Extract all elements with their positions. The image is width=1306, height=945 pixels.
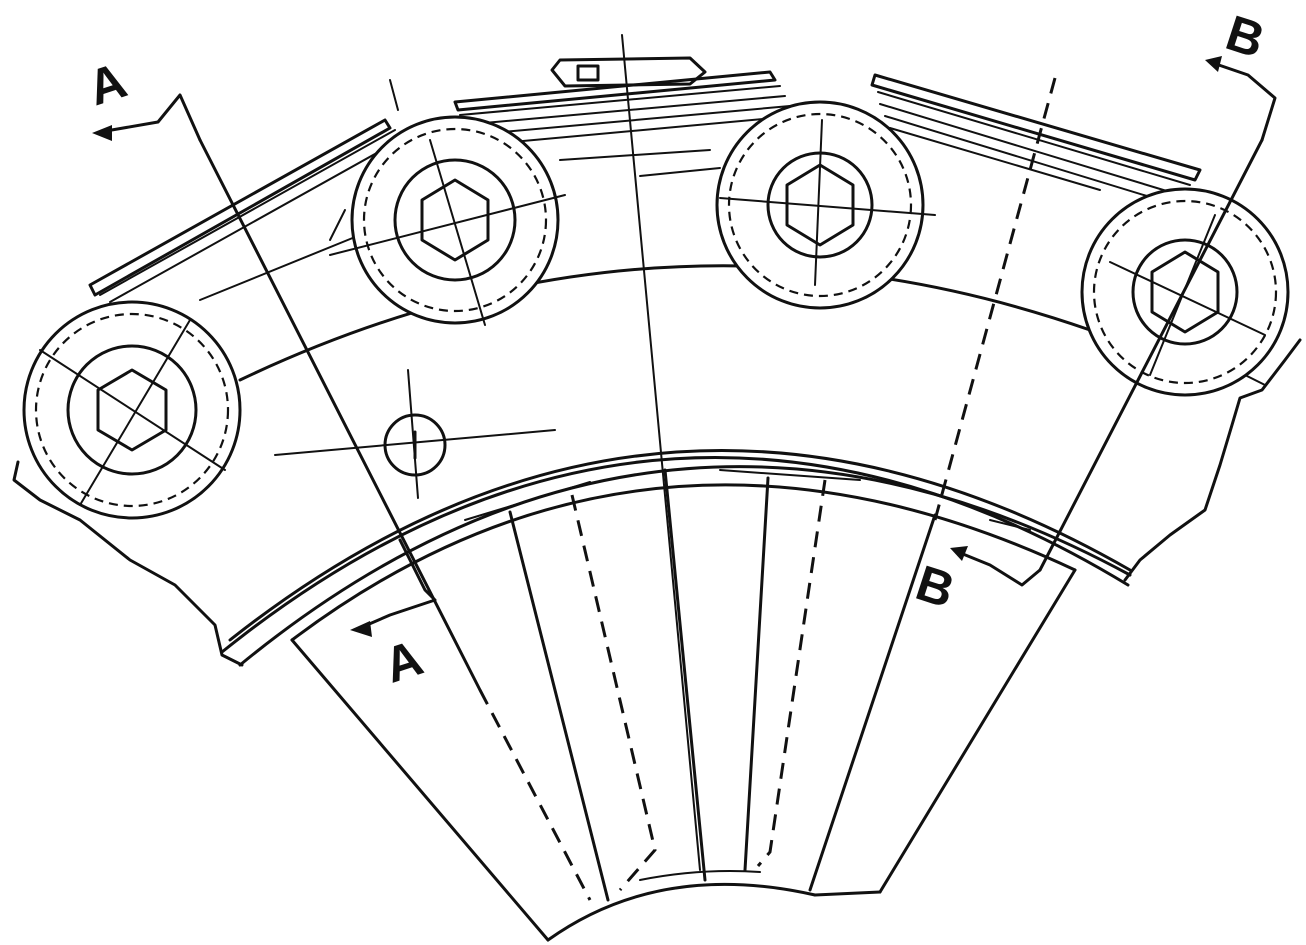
locating-pin (274, 369, 556, 499)
arrow-a-top (92, 125, 112, 141)
section-line-a (92, 93, 592, 901)
arrow-a-bottom (350, 621, 372, 637)
lamination-stack (88, 56, 1266, 386)
arrow-b-bottom (950, 546, 968, 561)
section-label-a-top: A (81, 52, 133, 116)
section-line-b (950, 56, 1277, 587)
bolt-1 (22, 300, 242, 520)
pole-segments (290, 468, 1077, 942)
center-lines (389, 34, 1057, 871)
bolt-2 (329, 115, 566, 326)
section-label-b-top: B (1219, 4, 1271, 68)
bolt-3 (715, 100, 936, 310)
arrow-b-top (1205, 56, 1222, 72)
section-label-a-bottom: A (378, 629, 430, 693)
casing-outline (12, 338, 1302, 667)
